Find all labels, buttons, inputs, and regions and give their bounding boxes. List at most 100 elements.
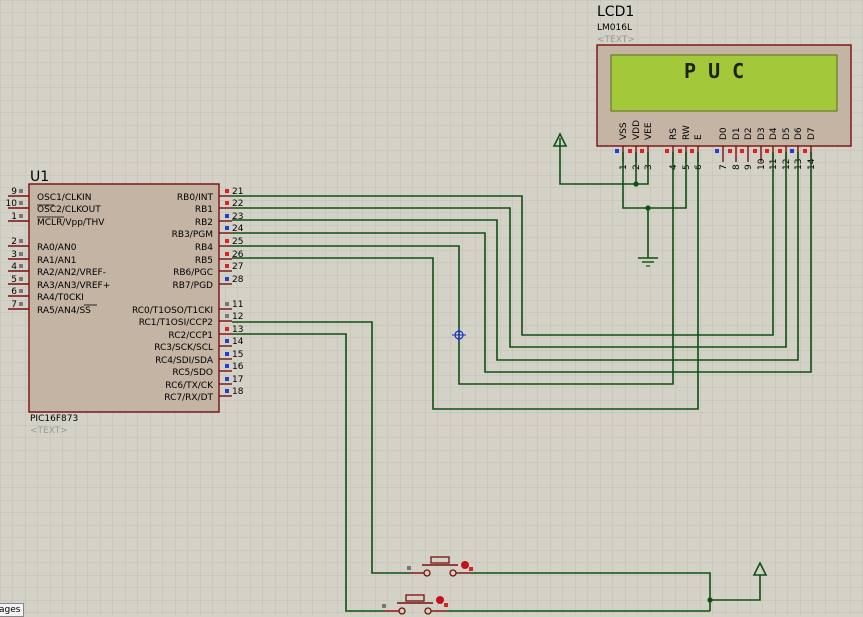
pin-marker: [803, 149, 807, 153]
lcd-pin-number: 8: [732, 164, 742, 170]
wire-vss-ground[interactable]: [622, 152, 649, 258]
mcu-pin-name: RB4: [195, 243, 213, 253]
mcu-pin-number: 17: [232, 375, 243, 385]
lcd-component[interactable]: LCD1 LM016L <TEXT> P U C VSS1VDD2VEE3RS4…: [596, 4, 852, 170]
mcu-pin-name: RA2/AN2/VREF-: [37, 268, 106, 278]
mcu-component[interactable]: U1 PIC16F873 <TEXT> 9OSC1/CLKIN10OSC2/CL…: [6, 169, 244, 436]
lcd-pin-number: 10: [757, 158, 767, 170]
pin-marker: [19, 264, 23, 268]
lcd-pin[interactable]: D1 8: [728, 127, 742, 170]
ground-terminal-icon[interactable]: [638, 257, 658, 267]
lcd-pin-name: RW: [682, 125, 692, 140]
mcu-pin-name: RC2/CCP1: [168, 331, 213, 341]
lcd-pin-name: VSS: [619, 122, 629, 140]
pin-marker: [225, 239, 229, 243]
lcd-pin-name: D6: [794, 127, 804, 140]
crosshair-cursor-icon: [452, 328, 466, 342]
mcu-pin-number: 5: [11, 275, 17, 285]
lcd-pin-name: VDD: [632, 120, 642, 140]
mcu-pin-name: RB3/PGM: [172, 230, 213, 240]
mcu-pin-name: OSC2/CLKOUT: [37, 205, 101, 215]
wire-rb4-rs[interactable]: [232, 152, 674, 385]
wire-rb3-d7[interactable]: [232, 152, 812, 373]
lcd-pin-number: 7: [719, 164, 729, 170]
wire-vdd-power[interactable]: [559, 143, 649, 185]
power-terminal-icon[interactable]: [552, 132, 568, 147]
mcu-pin-name: RC5/SDO: [172, 368, 213, 378]
pin-marker: [225, 277, 229, 281]
lcd-pin-name: D7: [807, 127, 817, 140]
pin-marker: [640, 149, 644, 153]
pin-marker: [225, 264, 229, 268]
mcu-pin-name: RC4/SDI/SDA: [155, 356, 214, 366]
wire-supply-terminal[interactable]: [710, 575, 761, 601]
push-button-icon[interactable]: [407, 556, 473, 577]
mcu-pin-name: RB6/PGC: [173, 268, 213, 278]
lcd-pin-number: 13: [794, 159, 804, 170]
mcu-pin-name: RB0/INT: [177, 193, 214, 203]
lcd-screen: [610, 54, 838, 112]
mcu-pin-name: RB7/PGD: [172, 281, 213, 291]
lcd-pin-name: D3: [757, 127, 767, 140]
push-button-icon[interactable]: [382, 594, 448, 615]
lcd-pin-name: D5: [782, 127, 792, 140]
pin-marker: [225, 364, 229, 368]
mcu-text-placeholder: <TEXT>: [30, 426, 68, 436]
lcd-pin[interactable]: D3 10: [753, 127, 767, 170]
wire-rw-ground[interactable]: [648, 152, 687, 209]
mcu-pin-number: 22: [232, 199, 243, 209]
junction: [633, 181, 639, 187]
lcd-pin[interactable]: D07: [715, 127, 729, 170]
wire-rc1-button1[interactable]: [232, 321, 410, 574]
wires[interactable]: [232, 143, 812, 612]
wire-rb1-d5[interactable]: [232, 152, 787, 348]
pin-marker: [19, 277, 23, 281]
pin-marker: [225, 201, 229, 205]
mcu-pin-number: 23: [232, 212, 243, 222]
pin-marker: [19, 302, 23, 306]
mcu-pin-number: 6: [11, 287, 17, 297]
pin-marker: [225, 339, 229, 343]
power-terminal-icon[interactable]: [752, 561, 768, 576]
mcu-pin-name: RA1/AN1: [37, 256, 76, 266]
lcd-pin-name: D2: [744, 127, 754, 140]
mcu-pin-number: 7: [11, 300, 17, 310]
lcd-pin[interactable]: D29: [740, 127, 754, 170]
wire-rb5-e[interactable]: [232, 152, 699, 410]
wire-rc2-button2[interactable]: [232, 333, 385, 612]
pin-marker: [225, 389, 229, 393]
pin-marker: [225, 214, 229, 218]
wire-rb0-d4[interactable]: [232, 152, 774, 336]
lcd-pin-name: D1: [732, 127, 742, 140]
mcu-pin-name: RC3/SCK/SCL: [154, 343, 213, 353]
mcu-body: [28, 183, 220, 413]
wire-rb2-d6[interactable]: [232, 152, 799, 361]
mcu-pin-number: 2: [11, 237, 17, 247]
